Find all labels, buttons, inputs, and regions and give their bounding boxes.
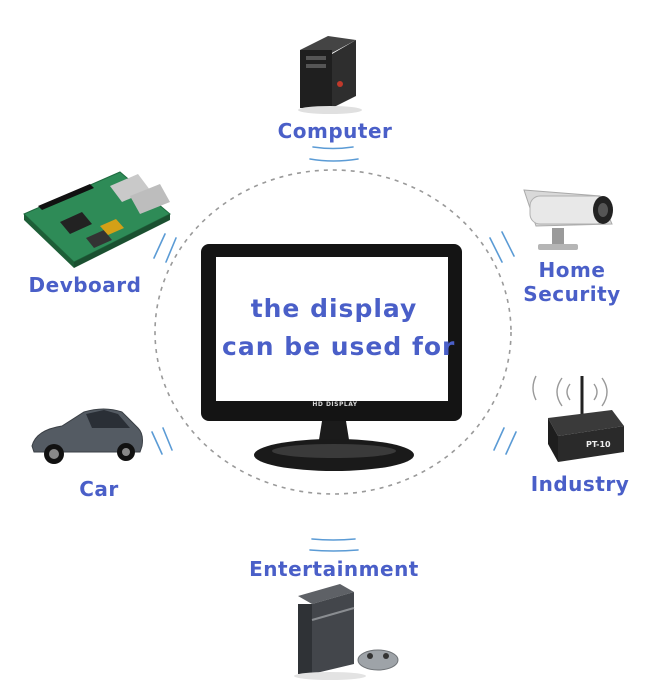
signal-left-lower-2 <box>151 431 163 455</box>
signal-top-1 <box>312 146 354 150</box>
signal-left-lower-1 <box>162 427 173 451</box>
security-camera-icon <box>523 189 613 250</box>
signal-left-upper-1 <box>165 237 177 263</box>
screen-line-1: the display <box>250 294 418 323</box>
label-car: Car <box>79 477 119 501</box>
label-home: Home <box>538 258 606 282</box>
car-icon <box>31 408 143 464</box>
label-devboard: Devboard <box>28 273 142 297</box>
signal-bottom-1 <box>311 538 356 541</box>
industrial-router-icon: PT-10 <box>532 375 624 462</box>
signal-right-upper-2 <box>501 231 515 257</box>
dashed-circle <box>154 169 512 495</box>
label-entertainment: Entertainment <box>249 557 419 581</box>
monitor-brand-label: HD DISPLAY <box>312 401 358 408</box>
signal-marks <box>151 146 517 552</box>
monitor-screen <box>216 257 448 401</box>
monitor-base-shine <box>272 444 396 458</box>
signal-right-lower-1 <box>493 427 505 451</box>
router-badge: PT-10 <box>586 440 611 449</box>
game-console-icon <box>294 584 399 680</box>
signal-left-upper-2 <box>153 233 166 259</box>
label-computer: Computer <box>277 119 393 143</box>
screen-line-2: can be used for <box>222 332 456 361</box>
signal-right-lower-2 <box>505 431 517 455</box>
label-industry: Industry <box>530 472 630 496</box>
signal-top-2 <box>309 158 359 162</box>
signal-right-upper-1 <box>489 237 503 263</box>
computer-tower-icon <box>298 36 362 114</box>
signal-bottom-2 <box>309 549 359 552</box>
label-security: Security <box>523 282 621 306</box>
devboard-icon <box>23 171 171 268</box>
hd-monitor <box>201 244 462 471</box>
